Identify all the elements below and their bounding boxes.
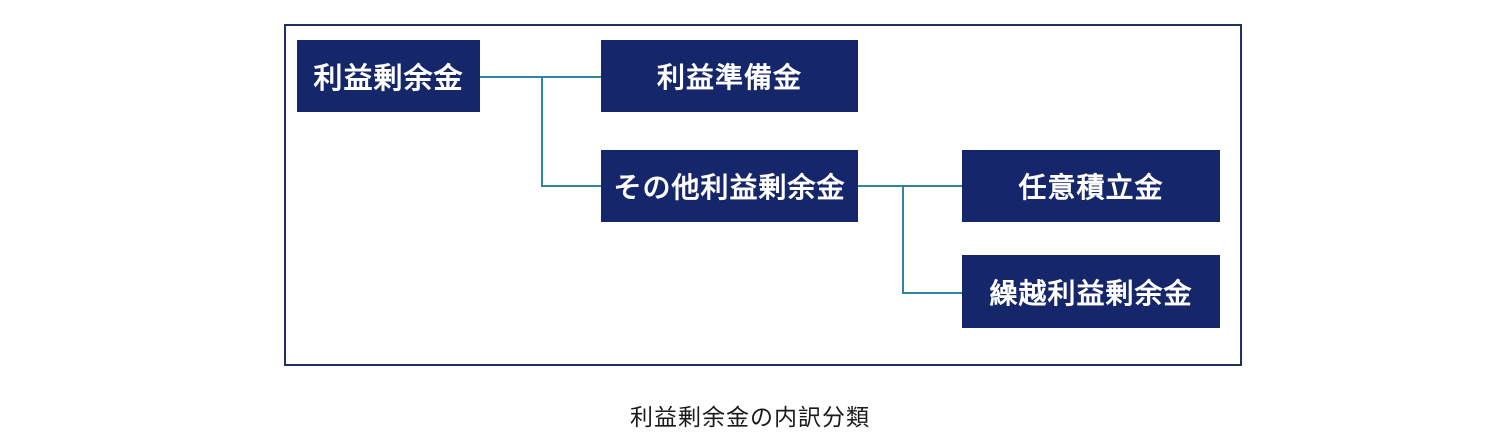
node-label: 利益準備金 xyxy=(656,62,802,93)
node-voluntary-reserve: 任意積立金 xyxy=(962,150,1220,222)
node-label: 任意積立金 xyxy=(1018,172,1164,203)
diagram-caption: 利益剰余金の内訳分類 xyxy=(630,404,870,430)
connector-root-branch-vertical xyxy=(541,76,543,187)
node-earnings-carried-forward: 繰越利益剰余金 xyxy=(962,255,1220,328)
node-label: その他利益剰余金 xyxy=(613,172,846,203)
node-other-retained-earnings: その他利益剰余金 xyxy=(601,150,858,222)
connector-branch-to-child2 xyxy=(541,185,601,187)
connector-child2-to-grandchild1 xyxy=(858,185,962,187)
node-retained-earnings: 利益剰余金 xyxy=(297,40,480,112)
node-label: 繰越利益剰余金 xyxy=(989,277,1193,309)
connector-root-to-child1 xyxy=(480,76,601,78)
node-legal-earnings-reserve: 利益準備金 xyxy=(601,40,858,112)
connector-branch-to-grandchild2 xyxy=(902,292,962,294)
connector-child2-branch-vertical xyxy=(902,185,904,294)
node-label: 利益剰余金 xyxy=(313,63,464,95)
diagram-frame xyxy=(284,24,1242,366)
